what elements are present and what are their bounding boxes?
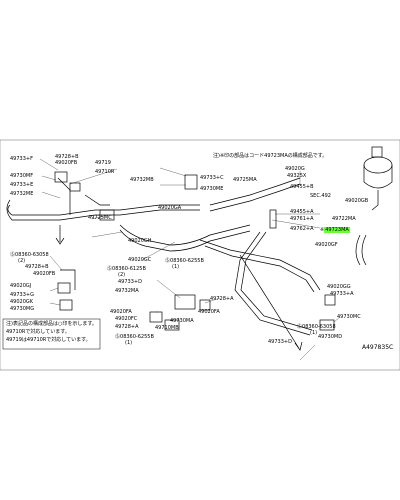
- part-label-49728A-b: 49728+A: [115, 324, 139, 330]
- part-label-49325X: 49325X: [287, 173, 307, 179]
- part-label-49733D: 49733+D: [268, 339, 292, 345]
- part-label-49020GA: 49020GA: [158, 205, 182, 211]
- qty-08360-6125B: (2): [118, 272, 126, 278]
- part-number: 08360-63058: [302, 324, 336, 330]
- part-label-49020GG: 49020GG: [327, 284, 351, 290]
- part-label-49761A: 49761+A: [290, 216, 314, 222]
- part-label-49730MG: 49730MG: [10, 306, 35, 312]
- part-label-49733A: 49733+A: [330, 291, 354, 297]
- part-label-49733D-b: 49733+D: [118, 279, 142, 285]
- part-label-49732ME: 49732ME: [10, 191, 34, 197]
- part-label-49710MB: 49710MB: [155, 325, 179, 331]
- part-label-49732MB: 49732MB: [130, 177, 154, 183]
- part-label-49719: 49719: [95, 160, 111, 166]
- part-label-49020G-a: 49020G: [285, 166, 305, 172]
- part-label-49733E: 49733+E: [10, 182, 34, 188]
- note-top-right: 注)※印の部品はコード49723MAの構成部品です。: [213, 153, 328, 159]
- part-label-49020GK: 49020GK: [10, 299, 34, 305]
- part-label-49020GJ: 49020GJ: [10, 283, 32, 289]
- part-label-49020FA-b: 49020FA: [198, 309, 220, 315]
- part-label-49020FB-a: 49020FB: [55, 160, 78, 166]
- part-label-49455A: 49455+A: [290, 209, 314, 215]
- highlighted-part-49723MA: 49723MA: [324, 227, 350, 233]
- qty-08360-63058-a: (2): [18, 258, 26, 264]
- part-label-49733G: 49733+G: [10, 292, 34, 298]
- part-label-08360-6255B-b: Ⓢ08360-6255B: [115, 334, 154, 340]
- part-label-49730MA: 49730MA: [170, 318, 194, 324]
- leader-lines: [39, 158, 341, 361]
- note-box-line3: 49719は49710Rで対応しています。: [6, 337, 91, 343]
- part-label-49730MD: 49730MD: [318, 334, 343, 340]
- qty-08360-6255B-b: (1): [125, 340, 133, 346]
- part-label-49455B: 49455+B: [290, 184, 314, 190]
- part-label-49725MA: 49725MA: [233, 177, 257, 183]
- part-number: 08360-6125B: [112, 266, 146, 272]
- part-label-49020FC: 49020FC: [115, 316, 138, 322]
- part-label-49762A: 49762+A: [290, 226, 314, 232]
- part-label-49020FA-a: 49020FA: [110, 309, 132, 315]
- qty-08360-63058-b: (1): [310, 330, 318, 336]
- part-number: 08360-63058: [15, 252, 49, 258]
- part-label-49730ME: 49730ME: [200, 186, 224, 192]
- part-label-49710R: 49710R: [95, 169, 115, 175]
- note-box-line2: 49710Rで対応しています。: [6, 329, 70, 335]
- part-label-49733F: 49733+F: [10, 156, 33, 162]
- part-label-49728B: 49728+B: [55, 154, 79, 160]
- part-label-49723MA: ※49723MA: [320, 227, 350, 233]
- left-hose-assembly: [6, 171, 200, 221]
- direction-arrows: [55, 225, 303, 351]
- lower-bracket-assembly: [57, 269, 336, 331]
- part-label-49728B-b: 49728+B: [25, 264, 49, 270]
- part-label-49728A: 49728+A: [210, 296, 234, 302]
- reservoir-tank: [363, 146, 393, 211]
- part-label-08360-6125B: Ⓢ08360-6125B: [107, 266, 146, 272]
- note-box-line1: 注)表記品の構成部品は○印を示します。: [6, 321, 97, 327]
- part-number: 08360-6255B: [170, 258, 204, 264]
- part-label-08360-63058-b: Ⓢ08360-63058: [297, 324, 336, 330]
- part-label-08360-6255B-a: Ⓢ08360-6255B: [165, 258, 204, 264]
- part-label-49732MA: 49732MA: [115, 288, 139, 294]
- center-hose-assembly: [119, 174, 367, 336]
- part-label-49722MA: 49722MA: [332, 216, 356, 222]
- part-label-49020GH: 49020GH: [128, 238, 152, 244]
- part-label-49725MC: 49725MC: [88, 215, 112, 221]
- qty-08360-6255B-a: (1): [172, 264, 180, 270]
- part-label-49730MC: 49730MC: [337, 314, 361, 320]
- part-label-49020GB: 49020GB: [345, 198, 369, 204]
- part-label-49020GC: 49020GC: [128, 257, 152, 263]
- part-label-49733C: 49733+C: [200, 175, 224, 181]
- part-number: 08360-6255B: [120, 334, 154, 340]
- part-label-49020GF: 49020GF: [315, 242, 338, 248]
- part-label-49020FB-b: 49020FB: [33, 271, 56, 277]
- figure-code: A497835C: [362, 344, 394, 351]
- part-label-49730MF: 49730MF: [10, 173, 34, 179]
- part-label-08360-63058-a: Ⓢ08360-63058: [10, 252, 49, 258]
- part-label-SEC492: SEC.492: [310, 193, 331, 199]
